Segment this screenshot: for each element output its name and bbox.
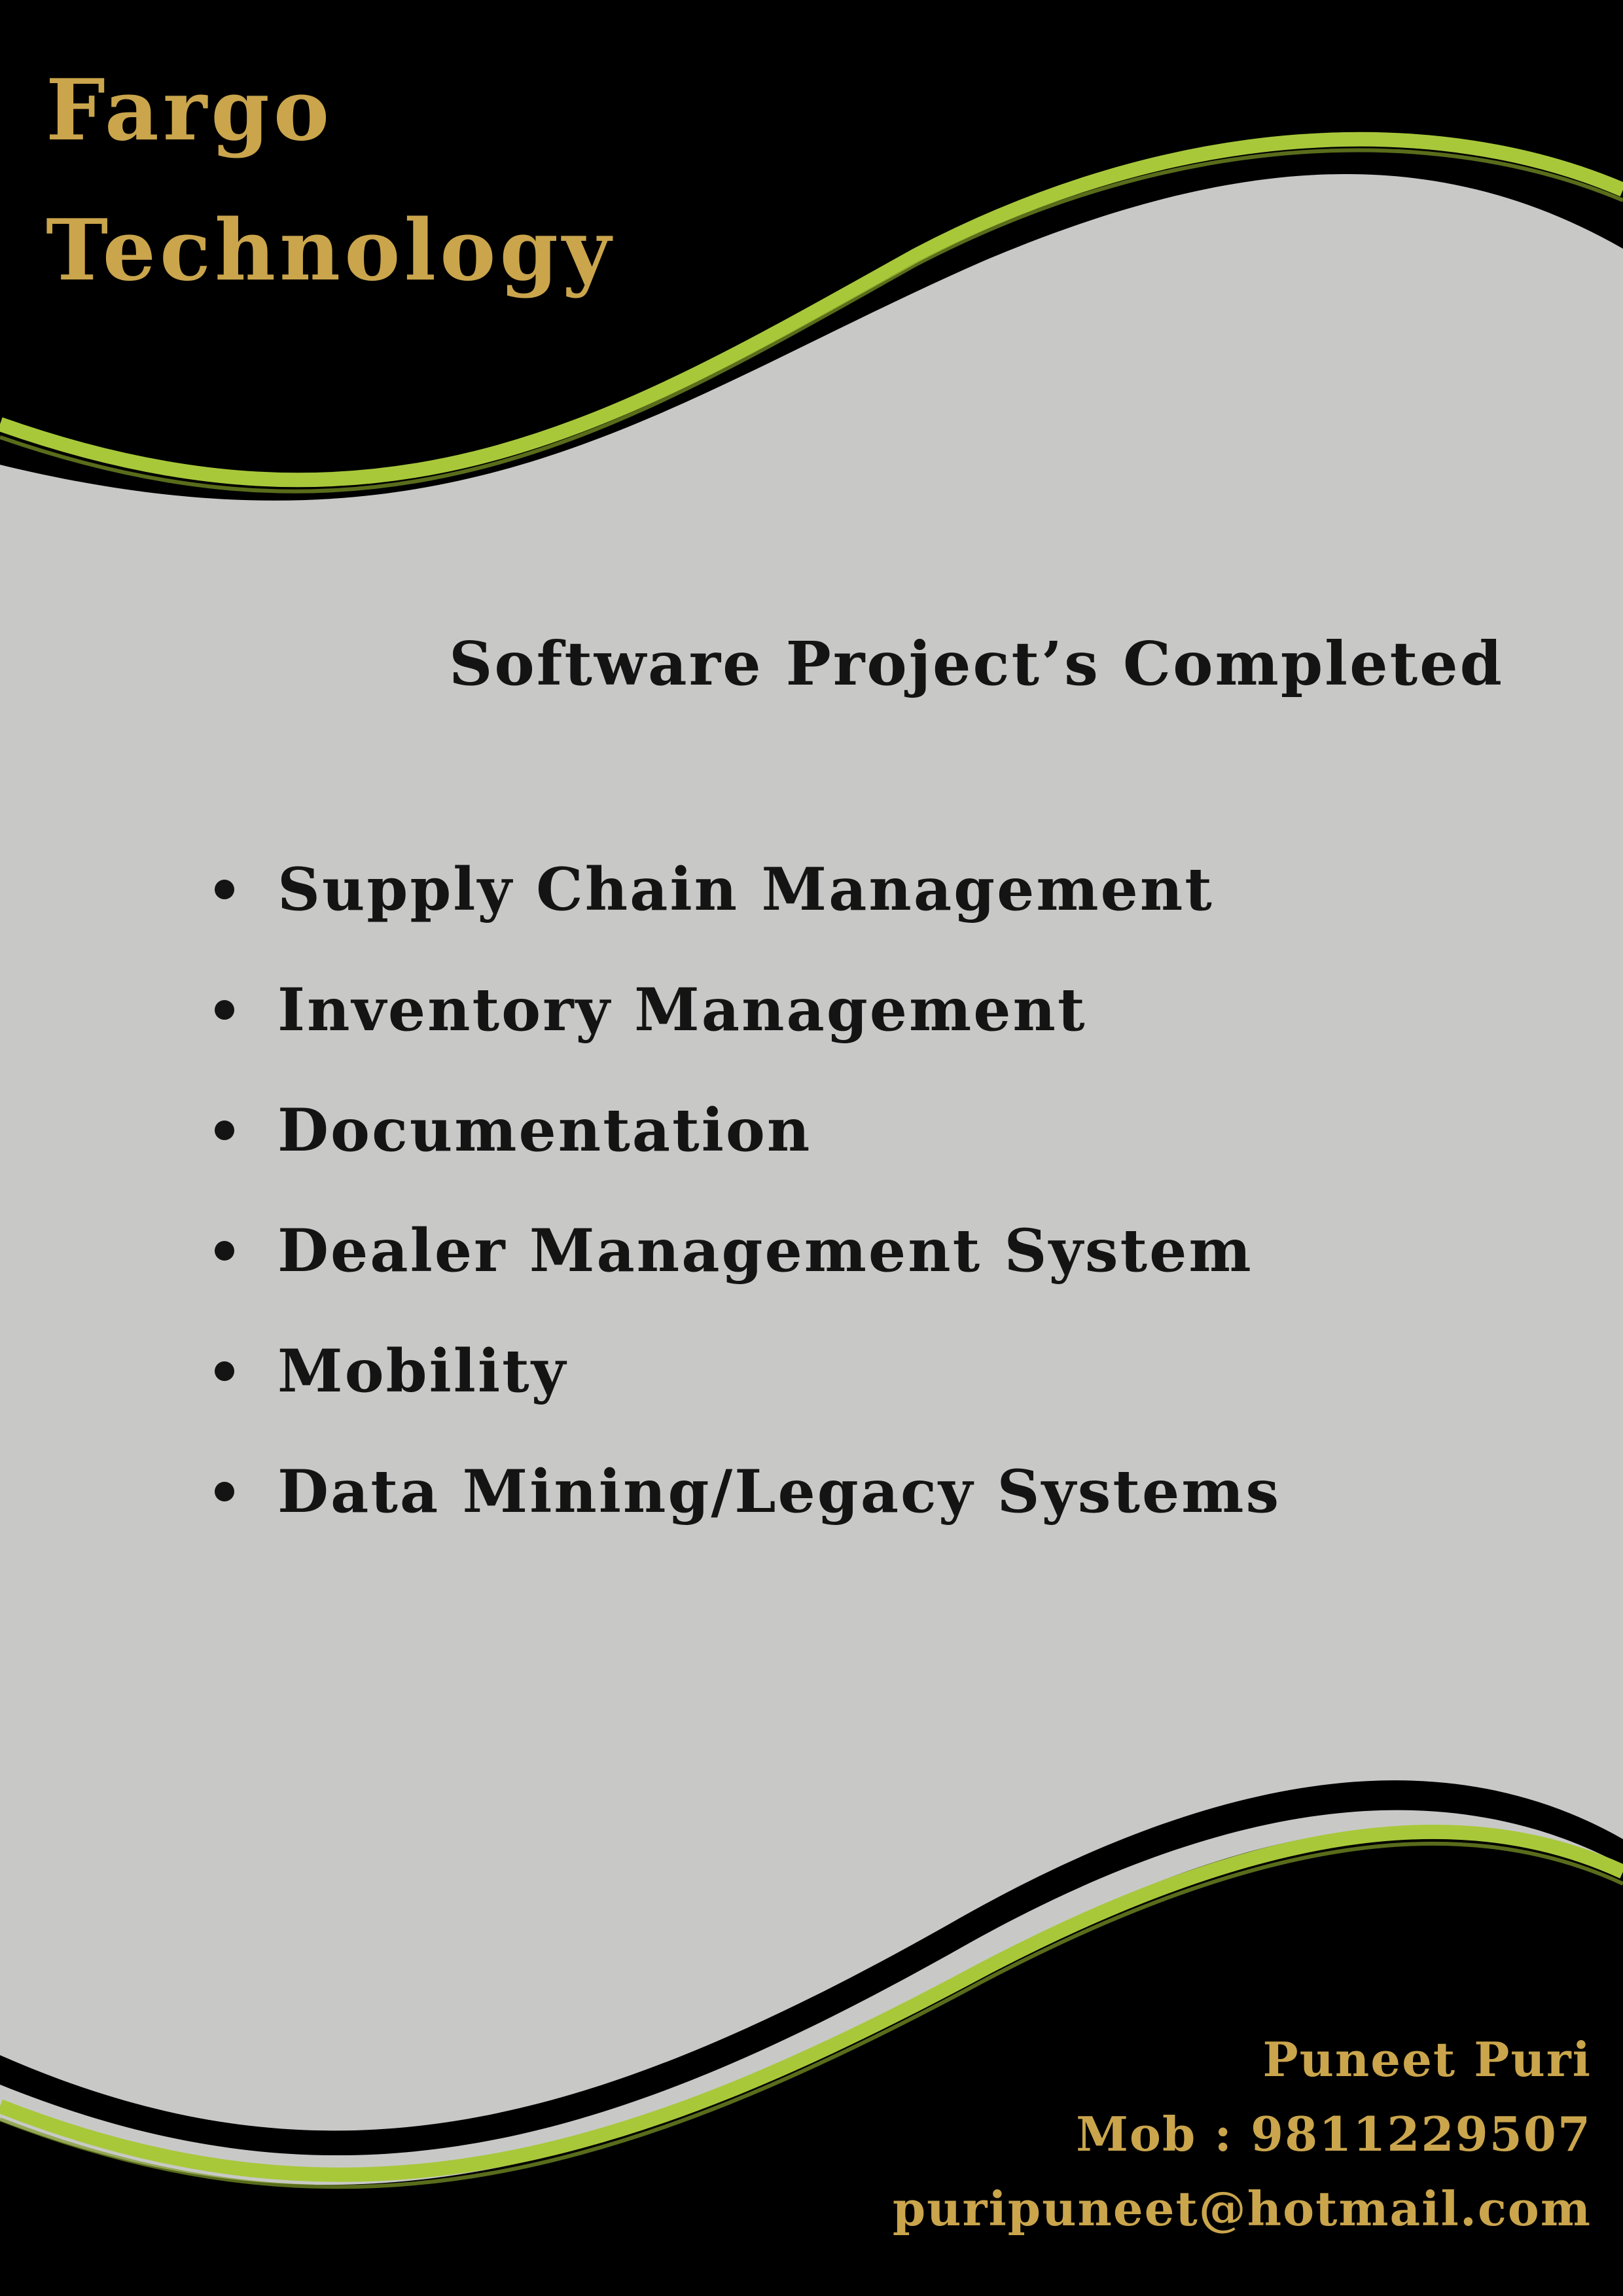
project-label: Documentation [277,1096,812,1165]
list-item: Dealer Management System [204,1207,1281,1327]
bullet-icon [215,1361,234,1381]
top-green-swoosh-shade [0,148,1623,493]
top-green-swoosh [0,132,1623,488]
project-label: Dealer Management System [277,1216,1253,1285]
list-item: Mobility [204,1327,1281,1448]
contact-block: Puneet Puri Mob : 9811229507 puripuneet@… [893,2022,1592,2246]
company-name: Fargo Technology [46,41,615,321]
projects-list: Supply Chain Management Inventory Manage… [204,846,1281,1568]
bottom-green-swoosh-shade [0,1841,1623,2189]
company-name-line-2: Technology [46,202,615,300]
contact-email: puripuneet@hotmail.com [892,2181,1592,2236]
contact-mobile: Mob : 9811229507 [1076,2106,1592,2162]
project-label: Inventory Management [277,975,1087,1045]
company-name-line-1: Fargo [46,62,334,160]
bottom-inner-gray-swoosh [0,1810,1623,2185]
list-item: Inventory Management [204,966,1281,1086]
project-label: Data Mining/Legacy Systems [277,1457,1281,1526]
bullet-icon [215,1241,234,1261]
top-black-band [0,0,1623,501]
list-item: Data Mining/Legacy Systems [204,1448,1281,1568]
bullet-icon [215,1000,234,1020]
project-label: Mobility [277,1336,568,1406]
bullet-icon [215,1121,234,1140]
bottom-green-swoosh [0,1824,1623,2182]
project-label: Supply Chain Management [277,855,1214,924]
bullet-icon [215,880,234,899]
list-item: Supply Chain Management [204,846,1281,966]
contact-name: Puneet Puri [1262,2032,1592,2087]
list-item: Documentation [204,1086,1281,1207]
bullet-icon [215,1482,234,1501]
projects-heading: Software Project’s Completed [448,628,1504,699]
